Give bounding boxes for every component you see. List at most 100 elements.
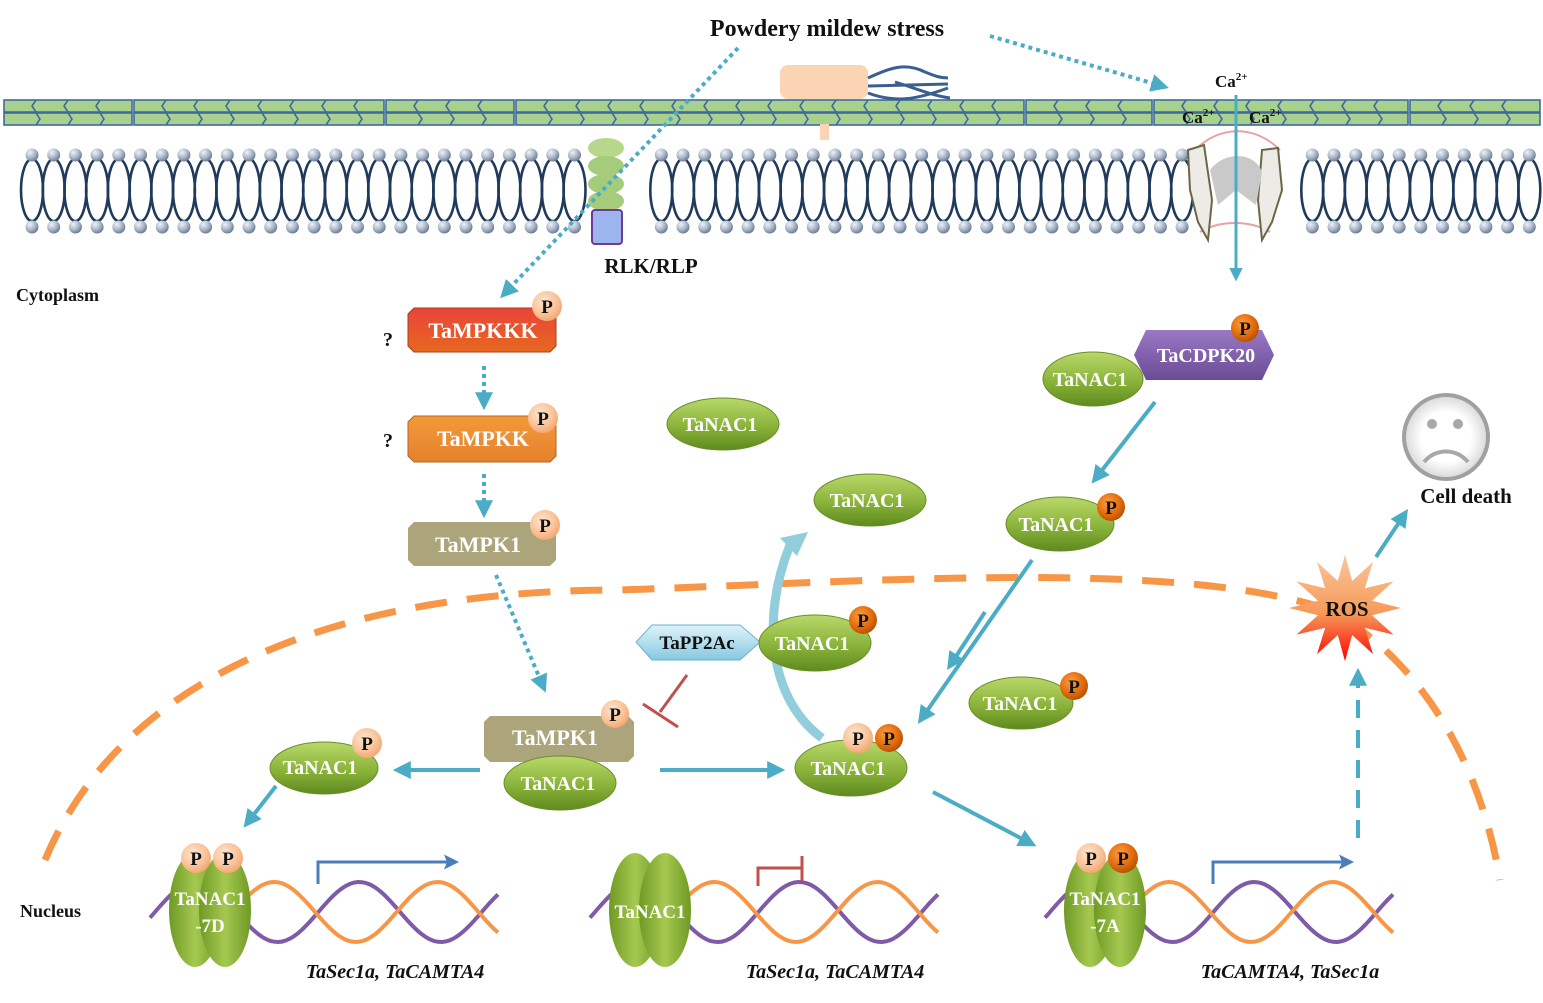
dimer-sublabel: -7D — [195, 916, 225, 937]
mapkkk-uncertain-label: ? — [383, 329, 393, 351]
target-genes-label: TaSec1a, TaCAMTA4 — [746, 961, 925, 983]
dimer-label: TaNAC1 — [614, 902, 685, 923]
svg-text:P: P — [609, 705, 621, 726]
svg-text:P: P — [1239, 319, 1251, 340]
tanac1-dimer-subunit — [199, 853, 251, 967]
nucleus-label: Nucleus — [20, 901, 81, 921]
mpk1-nuclear-node: TaMPK1 P — [484, 700, 634, 762]
stress-to-mapkkk-arrow — [500, 46, 740, 299]
tanac1-dimer-subunit — [639, 853, 691, 967]
transcription-repression-mark — [756, 856, 804, 886]
mapkk-label: TaMPKK — [437, 426, 529, 451]
sad-face-icon — [1402, 393, 1490, 481]
cdpk20-label: TaCDPK20 — [1157, 345, 1255, 367]
cell-wall — [3, 99, 1541, 126]
transcription-start-arrow — [1211, 854, 1354, 884]
right-nac-to-dna-arrow — [932, 790, 1037, 847]
left-nac-to-dna-arrow — [243, 784, 278, 828]
phospho-icon — [352, 728, 382, 758]
svg-text:P: P — [539, 516, 551, 537]
svg-text:P: P — [190, 849, 202, 870]
svg-text:TaNAC1: TaNAC1 — [521, 773, 596, 795]
nuclear-envelope — [41, 574, 1504, 881]
phospho-icon — [843, 723, 873, 753]
phospho-icon — [530, 510, 560, 540]
svg-text:P: P — [1117, 849, 1129, 870]
mpk1-cytoplasm-node: TaMPK1 P — [408, 510, 560, 566]
tanac1-mpk-bound-node: TaNAC1 — [503, 755, 617, 811]
phospho-icon — [1076, 843, 1106, 873]
phospho-icon — [849, 606, 877, 634]
tanac1-pp2ac-bound-node: TaNAC1 P — [758, 606, 877, 672]
svg-text:TaNAC1: TaNAC1 — [1053, 369, 1128, 391]
phospho-icon — [528, 403, 558, 433]
dna-strand — [644, 879, 940, 944]
stress-title: Powdery mildew stress — [710, 16, 944, 42]
cdpk-to-nucleus-arrow — [917, 558, 1034, 724]
transcription-start-arrow — [316, 854, 459, 884]
svg-text:P: P — [852, 729, 864, 750]
svg-text:P: P — [1105, 498, 1117, 519]
mapkkk-node: ? TaMPKKK P — [383, 291, 562, 353]
tanac1-free-node: TaNAC1 — [666, 397, 780, 451]
phospho-icon — [601, 700, 629, 728]
cytoplasm-label: Cytoplasm — [16, 285, 99, 305]
svg-text:P: P — [883, 729, 895, 750]
svg-text:TaNAC1: TaNAC1 — [811, 758, 886, 780]
dna-strand — [1099, 879, 1395, 944]
mpk1-label: TaMPK1 — [435, 532, 521, 557]
svg-text:TaNAC1: TaNAC1 — [683, 414, 758, 436]
pp2ac-inhibition-mark — [642, 674, 689, 729]
ros-label: ROS — [1325, 597, 1368, 621]
dna-strand — [204, 879, 500, 944]
svg-text:TaNAC1: TaNAC1 — [775, 633, 850, 655]
tanac1-nuclear-cdpk-phospho-node: TaNAC1 P — [968, 672, 1088, 730]
calcium-left-label: Ca2+ — [1182, 107, 1215, 127]
receptor-label: RLK/RLP — [604, 254, 698, 278]
pathogen-icon — [780, 65, 951, 140]
dimer-label: TaNAC1 — [174, 889, 245, 910]
pp2ac-label: TaPP2Ac — [659, 633, 734, 654]
svg-text:P: P — [1068, 677, 1080, 698]
mapkk-node: ? TaMPKK P — [383, 403, 558, 463]
phospho-icon — [1231, 314, 1259, 342]
phospho-icon — [1060, 672, 1088, 700]
phospho-icon — [213, 843, 243, 873]
cdpk20-node: TaCDPK20 P — [1134, 314, 1274, 380]
tanac1-dual-phospho-node: TaNAC1 P P — [794, 723, 908, 797]
svg-text:P: P — [222, 849, 234, 870]
tanac1-cdpk-phospho-node: TaNAC1 P — [1005, 493, 1125, 552]
svg-text:P: P — [537, 409, 549, 430]
cdpk-phosphorylation-arrow — [1091, 400, 1157, 484]
mapkkk-label: TaMPKKK — [428, 318, 537, 343]
svg-text:TaNAC1: TaNAC1 — [830, 490, 905, 512]
ros-burst-icon: ROS — [1289, 554, 1401, 662]
svg-text:P: P — [857, 611, 869, 632]
calcium-right-label: Ca2+ — [1249, 107, 1282, 127]
stress-to-calcium-arrow — [989, 34, 1169, 92]
lipid-bilayer — [19, 148, 1542, 234]
target-genes-label: TaCAMTA4, TaSec1a — [1201, 961, 1380, 983]
ros-to-death-arrow — [1374, 509, 1408, 559]
svg-text:TaNAC1: TaNAC1 — [983, 693, 1058, 715]
dimer-label: TaNAC1 — [1069, 889, 1140, 910]
tanac1-exported-node: TaNAC1 — [813, 473, 927, 527]
dimer-sublabel: -7A — [1090, 916, 1120, 937]
tanac1-mpk-phospho-node: TaNAC1 P — [269, 728, 382, 795]
mapkk-uncertain-label: ? — [383, 430, 393, 452]
phospho-icon — [532, 291, 562, 321]
mpk1-nuclear-label: TaMPK1 — [512, 725, 598, 750]
svg-text:TaNAC1: TaNAC1 — [1019, 514, 1094, 536]
svg-text:P: P — [1085, 849, 1097, 870]
svg-text:P: P — [541, 297, 553, 318]
phospho-icon — [181, 843, 211, 873]
phospho-icon — [1097, 493, 1125, 521]
target-genes-label: TaSec1a, TaCAMTA4 — [306, 961, 485, 983]
receptor-icon — [588, 138, 624, 245]
tanac1-dimer-subunit — [1094, 853, 1146, 967]
phospho-icon — [875, 724, 903, 752]
